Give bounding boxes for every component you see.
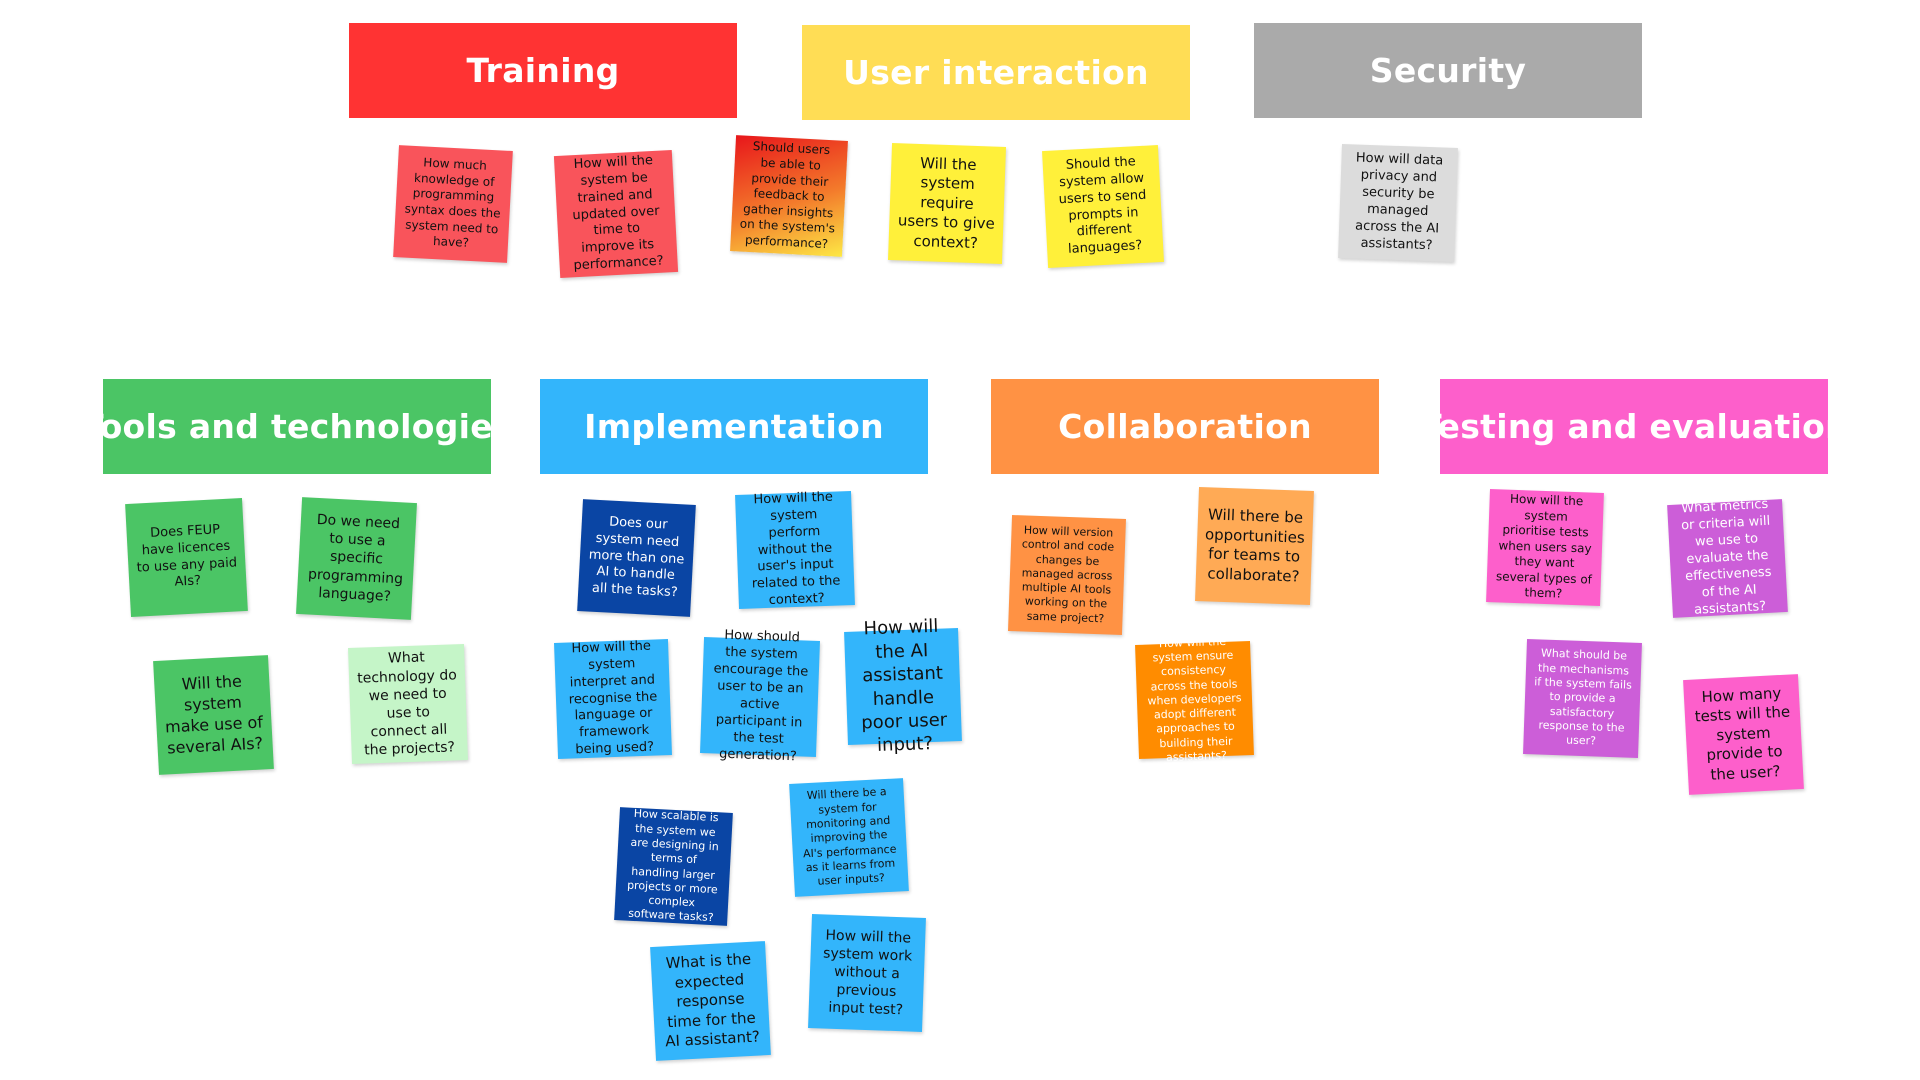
note-text: How many tests will the system provide t… bbox=[1694, 683, 1791, 784]
sticky-note-impl-9[interactable]: How will the system work without a previ… bbox=[808, 914, 926, 1032]
note-text: Will the system make use of several AIs? bbox=[164, 671, 264, 758]
header-collaboration-label: Collaboration bbox=[1058, 407, 1312, 446]
note-text: How will the system interpret and recogn… bbox=[568, 638, 658, 758]
header-collaboration[interactable]: Collaboration bbox=[991, 379, 1379, 474]
header-tools-and-technologies[interactable]: Tools and technologies bbox=[81, 379, 513, 474]
header-security[interactable]: Security bbox=[1254, 23, 1642, 118]
note-text: Does FEUP have licences to use any paid … bbox=[136, 521, 238, 591]
sticky-note-impl-7[interactable]: Will there be a system for monitoring an… bbox=[789, 778, 909, 897]
sticky-note-test-3[interactable]: What should be the mechanisms if the sys… bbox=[1523, 639, 1642, 758]
note-text: How will the system work without a previ… bbox=[822, 927, 913, 1019]
sticky-note-ui-2[interactable]: Will the system require users to give co… bbox=[887, 143, 1007, 264]
header-testing-label: Testing and evaluation bbox=[1419, 407, 1849, 446]
sticky-note-impl-2[interactable]: How will the system perform without the … bbox=[735, 489, 855, 609]
note-text: Will there be opportunities for teams to… bbox=[1204, 505, 1306, 586]
sticky-note-collab-2[interactable]: Will there be opportunities for teams to… bbox=[1195, 487, 1314, 605]
note-text: How will the AI assistant handle poor us… bbox=[860, 616, 948, 757]
sticky-note-ui-3[interactable]: Should the system allow users to send pr… bbox=[1042, 145, 1164, 268]
sticky-note-impl-6[interactable]: How scalable is the system we are design… bbox=[614, 807, 733, 926]
note-text: What metrics or criteria will we use to … bbox=[1680, 497, 1772, 618]
note-text: Will the system require users to give co… bbox=[897, 153, 996, 252]
sticky-note-impl-1[interactable]: Does our system need more than one AI to… bbox=[577, 499, 696, 617]
note-text: How scalable is the system we are design… bbox=[626, 807, 720, 925]
sticky-note-impl-8[interactable]: What is the expected response time for t… bbox=[650, 941, 771, 1061]
note-text: How will version control and code change… bbox=[1021, 523, 1115, 626]
note-text: How should the system encourage the user… bbox=[713, 628, 809, 764]
note-text: How will the system be trained and updat… bbox=[572, 152, 665, 274]
sticky-note-training-2[interactable]: How will the system be trained and updat… bbox=[553, 149, 679, 279]
note-text: Will there be a system for monitoring an… bbox=[802, 785, 897, 888]
sticky-note-impl-3[interactable]: How will the system interpret and recogn… bbox=[554, 639, 672, 759]
header-user-interaction-label: User interaction bbox=[843, 53, 1149, 92]
sticky-note-test-4[interactable]: How many tests will the system provide t… bbox=[1683, 674, 1804, 795]
note-text: How much knowledge of programming syntax… bbox=[404, 155, 501, 251]
note-text: How will data privacy and security be ma… bbox=[1354, 150, 1444, 254]
sticky-note-impl-5[interactable]: How will the AI assistant handle poor us… bbox=[844, 616, 962, 756]
sticky-note-security-1[interactable]: How will data privacy and security be ma… bbox=[1338, 144, 1458, 262]
header-user-interaction[interactable]: User interaction bbox=[802, 25, 1190, 120]
header-training[interactable]: Training bbox=[349, 23, 737, 118]
sticky-note-collab-3[interactable]: How will the system ensure consistency a… bbox=[1135, 635, 1254, 764]
sticky-note-tools-3[interactable]: Will the system make use of several AIs? bbox=[153, 655, 274, 775]
header-implementation[interactable]: Implementation bbox=[540, 379, 928, 474]
sticky-note-test-2[interactable]: What metrics or criteria will we use to … bbox=[1667, 497, 1788, 618]
sticky-note-tools-2[interactable]: Do we need to use a specific programming… bbox=[296, 497, 417, 620]
header-training-label: Training bbox=[466, 51, 620, 90]
header-implementation-label: Implementation bbox=[584, 407, 884, 446]
note-text: Should users be able to provide their fe… bbox=[739, 139, 836, 252]
header-testing-and-evaluation[interactable]: Testing and evaluation bbox=[1419, 379, 1849, 474]
sticky-note-impl-4[interactable]: How should the system encourage the user… bbox=[700, 628, 820, 764]
note-text: Should the system allow users to send pr… bbox=[1058, 154, 1147, 258]
note-text: How will the system prioritise tests whe… bbox=[1495, 491, 1593, 602]
sticky-note-training-1[interactable]: How much knowledge of programming syntax… bbox=[393, 145, 513, 263]
note-text: What should be the mechanisms if the sys… bbox=[1533, 646, 1633, 748]
note-text: How will the system ensure consistency a… bbox=[1147, 634, 1242, 765]
note-text: Does our system need more than one AI to… bbox=[588, 514, 685, 601]
note-text: Do we need to use a specific programming… bbox=[307, 511, 404, 605]
header-tools-label: Tools and technologies bbox=[81, 407, 513, 446]
sticky-note-test-1[interactable]: How will the system prioritise tests whe… bbox=[1486, 489, 1604, 606]
note-text: What is the expected response time for t… bbox=[664, 950, 761, 1051]
sticky-note-tools-4[interactable]: What technology do we need to use to con… bbox=[348, 644, 468, 764]
sticky-note-collab-1[interactable]: How will version control and code change… bbox=[1008, 515, 1126, 635]
note-text: How will the system perform without the … bbox=[751, 489, 841, 609]
header-security-label: Security bbox=[1369, 51, 1527, 90]
note-text: What technology do we need to use to con… bbox=[356, 649, 458, 759]
sticky-note-ui-1[interactable]: Should users be able to provide their fe… bbox=[730, 135, 848, 257]
sticky-note-tools-1[interactable]: Does FEUP have licences to use any paid … bbox=[125, 498, 248, 617]
